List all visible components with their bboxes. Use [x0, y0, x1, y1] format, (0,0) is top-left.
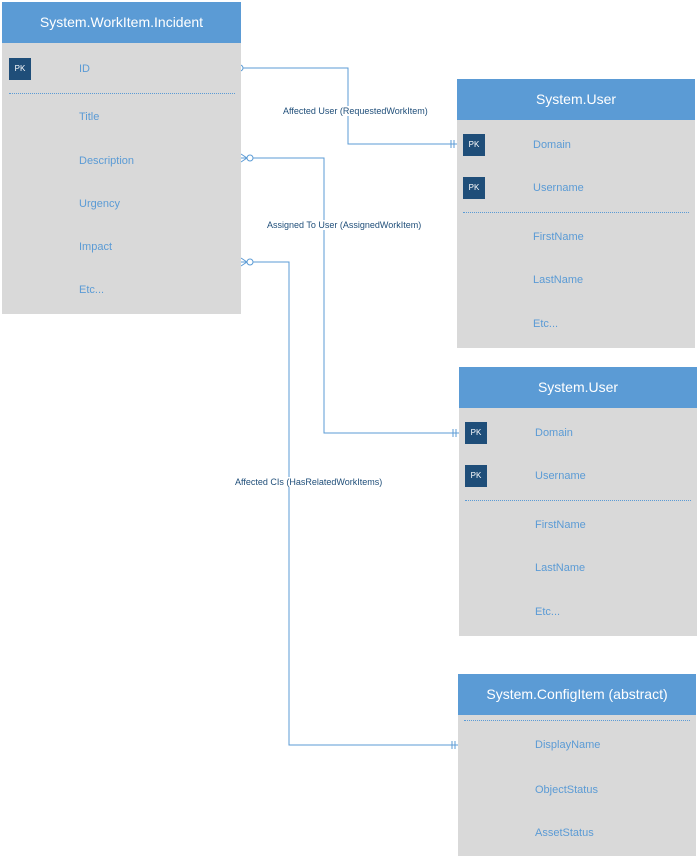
user-requested-field-firstname: FirstName: [533, 231, 584, 243]
rel-label-affected-cis: Affected CIs (HasRelatedWorkItems): [234, 477, 384, 487]
user-requested-field-username: Username: [533, 182, 584, 194]
entity-config-item: System.ConfigItem (abstract) DisplayName…: [458, 674, 696, 856]
user-assigned-field-domain: Domain: [535, 427, 573, 439]
entity-user-assigned-title: System.User: [459, 367, 697, 408]
incident-field-impact: Impact: [79, 241, 113, 253]
user-requested-field-domain: Domain: [533, 139, 571, 151]
one-marker-affected-cis: [451, 741, 456, 749]
user-assigned-field-lastname: LastName: [535, 562, 586, 574]
incident-field-id: ID: [79, 63, 90, 75]
crowsfoot-affected-cis: [240, 257, 254, 267]
incident-divider: [9, 93, 235, 94]
pk-badge: PK: [465, 465, 487, 487]
user-requested-field-lastname: LastName: [533, 274, 584, 286]
incident-pk-row: PK ID: [2, 57, 241, 81]
pk-badge: PK: [465, 422, 487, 444]
incident-field-etc: Etc...: [79, 284, 105, 296]
entity-config-item-title: System.ConfigItem (abstract): [458, 674, 696, 715]
user-assigned-field-username: Username: [535, 470, 586, 482]
config-item-field-displayname: DisplayName: [535, 739, 601, 751]
one-marker-affected-user: [450, 140, 455, 148]
crowsfoot-assigned-to-user: [240, 153, 254, 163]
entity-incident: System.WorkItem.Incident PK ID Title Des…: [2, 2, 241, 314]
entity-user-requested-title: System.User: [457, 79, 695, 120]
config-item-field-assetstatus: AssetStatus: [535, 827, 594, 839]
entity-user-assigned: System.User PK Domain PK Username FirstN…: [459, 367, 697, 636]
rel-label-affected-user: Affected User (RequestedWorkItem): [282, 106, 429, 116]
pk-badge: PK: [463, 134, 485, 156]
entity-incident-title: System.WorkItem.Incident: [2, 2, 241, 43]
pk-badge: PK: [463, 177, 485, 199]
config-item-field-objectstatus: ObjectStatus: [535, 784, 598, 796]
one-marker-assigned-to-user: [452, 429, 457, 437]
incident-field-title: Title: [79, 111, 100, 123]
rel-label-assigned-to-user: Assigned To User (AssignedWorkItem): [266, 220, 423, 230]
user-assigned-divider: [465, 500, 691, 501]
incident-field-description: Description: [79, 155, 135, 167]
incident-field-urgency: Urgency: [79, 198, 120, 210]
user-requested-divider: [463, 212, 689, 213]
connector-affected-cis: [241, 261, 458, 746]
pk-badge: PK: [9, 58, 31, 80]
user-requested-field-etc: Etc...: [533, 318, 559, 330]
user-assigned-field-etc: Etc...: [535, 606, 561, 618]
user-assigned-field-firstname: FirstName: [535, 519, 586, 531]
connector-assigned-to-user: [241, 157, 459, 434]
config-item-divider: [464, 720, 690, 721]
entity-user-requested: System.User PK Domain PK Username FirstN…: [457, 79, 695, 348]
